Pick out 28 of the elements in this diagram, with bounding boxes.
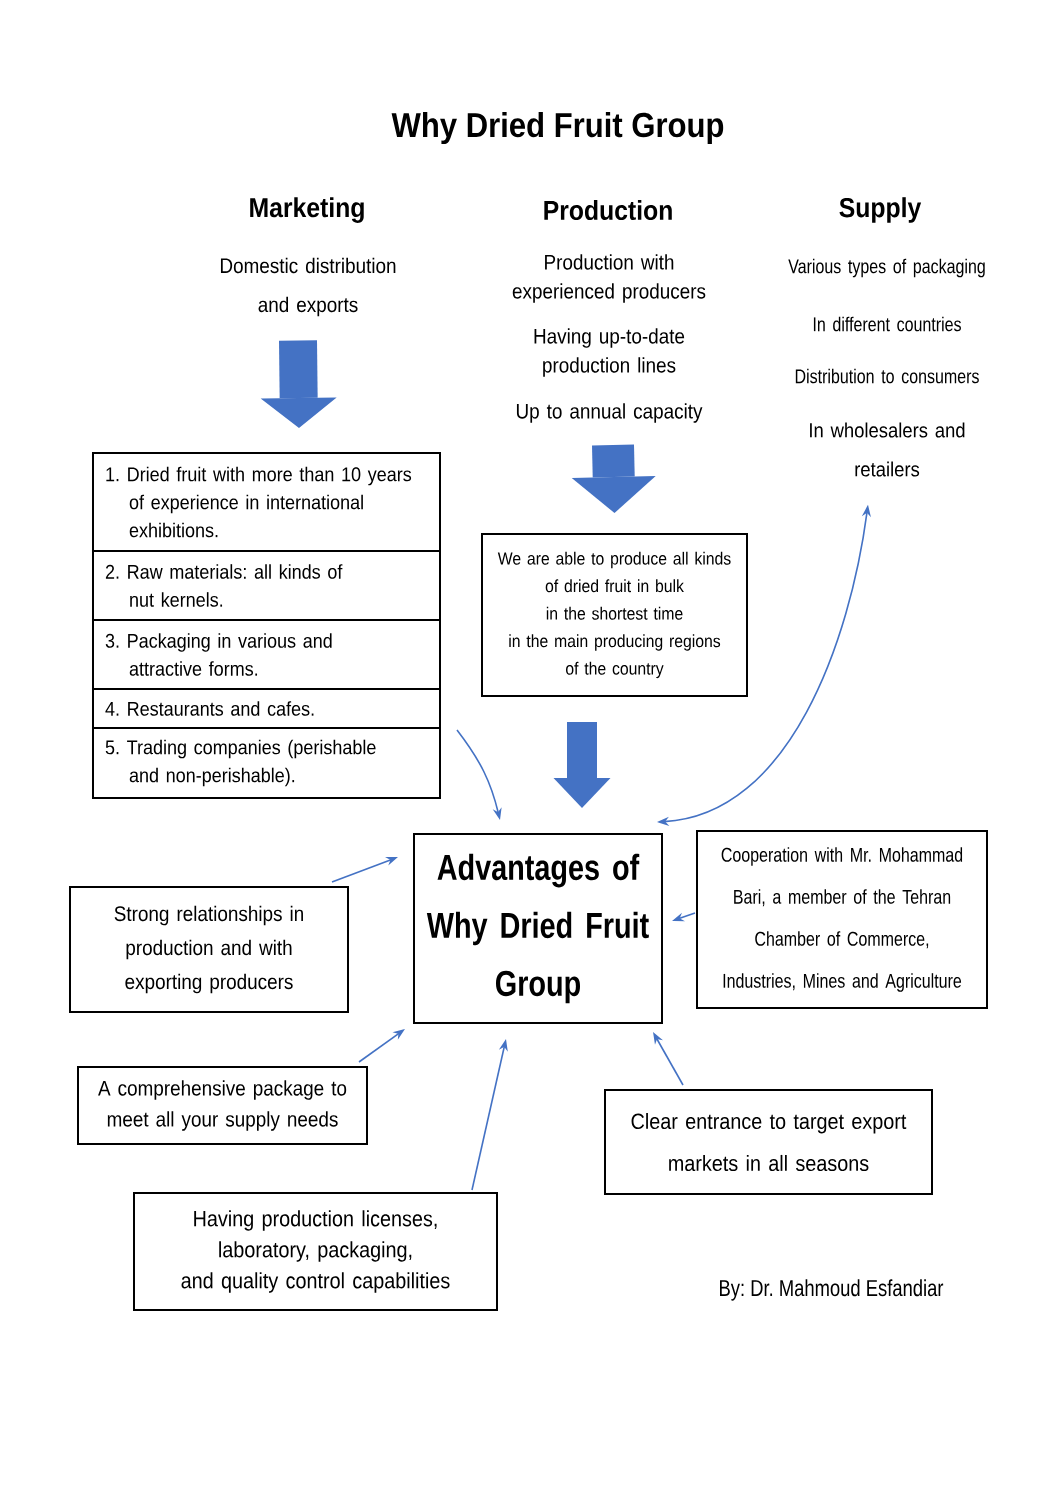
block-arrow xyxy=(571,444,656,513)
feature-text: Various types of packaging xyxy=(788,258,985,278)
text-box: Cooperation with Mr. Mohammad Bari, a member of the Tehran Chamber of Commerce, Industries, Mines and Agriculture xyxy=(696,830,988,1009)
text-box: We are able to produce all kinds of dried fruit in bulk in the shortest time in the main producing regions of the country xyxy=(481,533,748,697)
title: Why Dried Fruit Group xyxy=(391,111,724,145)
feature-text: Up to annual capacity xyxy=(516,403,703,423)
table-row: 2. Raw materials: all kinds of nut kernels. xyxy=(92,550,441,621)
feature-text: Having up-to-date production lines xyxy=(534,328,685,377)
table-row: 1. Dried fruit with more than 10 years of experience in international exhibitions. xyxy=(92,452,441,552)
column-heading: Marketing xyxy=(250,197,364,223)
text-box: Strong relationships in production and with exporting producers xyxy=(69,886,349,1013)
table-row: 3. Packaging in various and attractive forms. xyxy=(92,619,441,690)
column-heading: Supply xyxy=(839,197,922,223)
feature-text: Distribution to consumers xyxy=(795,368,979,384)
text-box: A comprehensive package to meet all your supply needs xyxy=(77,1066,368,1145)
feature-text: Domestic distribution and exports xyxy=(220,257,396,317)
column-heading: Production xyxy=(544,199,672,221)
author-credit: By: Dr. Mahmoud Esfandiar xyxy=(720,1279,944,1301)
block-arrow xyxy=(260,340,337,428)
text-box: Clear entrance to target export markets in all seasons xyxy=(604,1089,933,1195)
feature-text: In different countries xyxy=(813,316,961,332)
table-row: 4. Restaurants and cafes. xyxy=(92,688,441,729)
feature-text: Production with experienced producers xyxy=(512,254,706,303)
table-row: 5. Trading companies (perishable and non-perishable). xyxy=(92,727,441,799)
feature-text: In wholesalers and retailers xyxy=(810,422,965,477)
block-arrow xyxy=(553,722,611,808)
central-box: Advantages of Why Dried Fruit Group xyxy=(413,833,663,1024)
text-box: Having production licenses, laboratory, packaging, and quality control capabilities xyxy=(133,1192,498,1311)
